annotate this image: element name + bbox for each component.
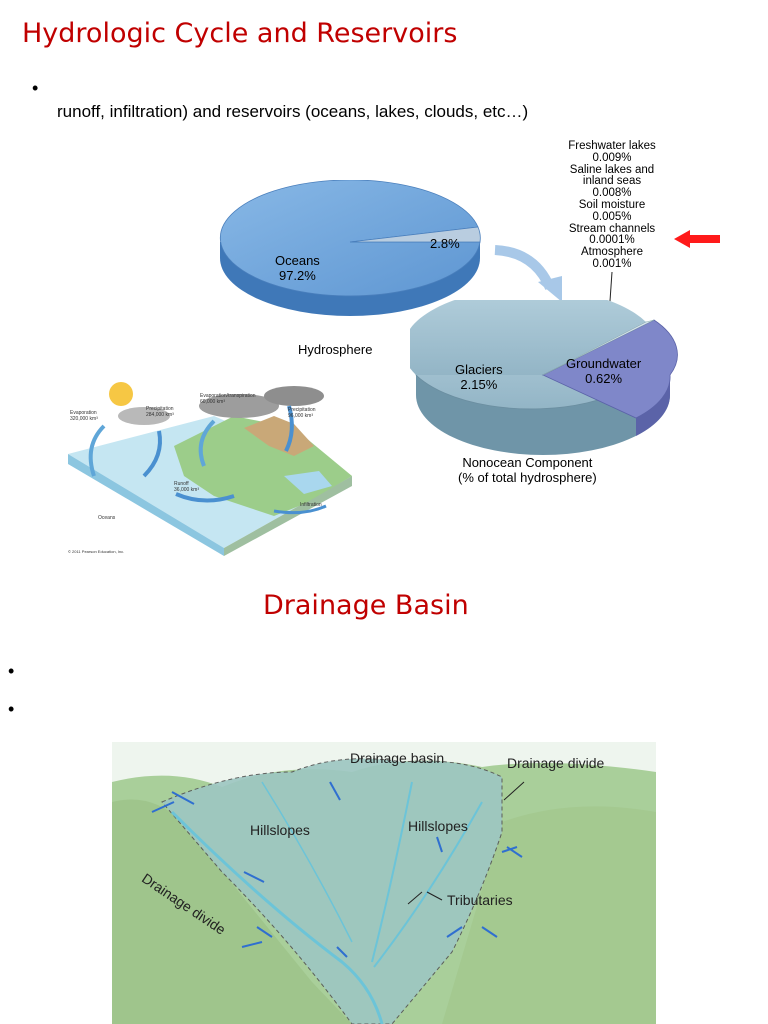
- sun-icon: [109, 382, 133, 406]
- drainage-divide-right-label: Drainage divide: [507, 755, 605, 771]
- main-stream: [170, 810, 384, 1024]
- reservoir-freshwater: Freshwater lakes: [568, 140, 656, 152]
- reservoir-saline-pct: 0.008%: [592, 187, 632, 200]
- runoff-value: 36,000 km³: [174, 487, 200, 493]
- oceans-label: Oceans 97.2%: [275, 253, 320, 283]
- nonocean-caption-2: (% of total hydrosphere): [458, 470, 597, 485]
- precipitation-text: Precipitation: [146, 406, 174, 412]
- reservoir-soil: Soil moisture: [578, 198, 646, 211]
- evaporation-text: Evaporation: [70, 410, 97, 416]
- reservoir-list: Freshwater lakes 0.009% Saline lakes and…: [552, 140, 672, 271]
- reservoir-stream: Stream channels: [568, 222, 656, 235]
- stream-branch: [371, 781, 413, 963]
- reservoir-saline-2: inland seas: [582, 175, 642, 188]
- oceans-cycle-label: Oceans: [98, 515, 116, 521]
- glaciers-name: Glaciers: [455, 362, 503, 377]
- reservoir-atmosphere-pct: 0.001%: [592, 257, 632, 270]
- right-ridge: [442, 806, 656, 1024]
- nonocean-pie: [410, 300, 678, 455]
- tributaries-label: Tributaries: [447, 892, 513, 908]
- groundwater-side: [636, 375, 671, 436]
- infiltration-arrow: [273, 504, 327, 515]
- evaporation-value: 320,000 km³: [70, 416, 98, 422]
- oceans-pct: 97.2%: [278, 268, 316, 283]
- runoff-label: Runoff 36,000 km³: [174, 481, 199, 493]
- reservoir-saline: Saline lakes and: [569, 163, 655, 176]
- runoff-arrow: [175, 492, 235, 503]
- reservoir-soil-pct: 0.005%: [592, 210, 632, 223]
- drainage-basin-label: Drainage basin: [350, 750, 445, 766]
- hydrosphere-pie: [219, 180, 481, 316]
- bullet: •: [8, 699, 15, 719]
- left-ridge: [112, 799, 352, 1024]
- hillslopes-right-label: Hillslopes: [408, 818, 468, 834]
- stream-branch: [261, 781, 353, 943]
- evapotranspiration-value: 60,000 km³: [200, 399, 226, 405]
- bullet: •: [32, 78, 39, 98]
- groundwater-pct: 0.62%: [585, 371, 623, 386]
- small-reservoirs-slice: [542, 319, 655, 376]
- groundwater-slice: [542, 319, 678, 419]
- groundwater-name: Groundwater: [566, 356, 642, 371]
- reservoir-stream-pct: 0.0001%: [589, 234, 635, 247]
- cloud-icon: [264, 386, 324, 406]
- tributaries-pointer: [426, 891, 443, 901]
- evaporation-arrow: [88, 424, 106, 477]
- divide-pointer: [503, 781, 525, 801]
- oceans-slice: [219, 180, 481, 297]
- precipitation-arrow-2: [284, 405, 294, 452]
- runoff-text: Runoff: [174, 481, 189, 487]
- precipitation-arrow: [142, 430, 162, 478]
- precipitation-value: 284,000 km³: [146, 412, 174, 418]
- evapotranspiration-label: Evaporation/transpiration 60,000 km³: [200, 393, 256, 405]
- section-title-hydrologic: Hydrologic Cycle and Reservoirs: [22, 18, 458, 49]
- expand-arrow: [494, 245, 562, 302]
- nonocean-caption-1: Nonocean Component: [462, 455, 593, 470]
- flow-arrows: [151, 781, 523, 958]
- mountains: [244, 416, 314, 456]
- infiltration-label: Infiltration: [300, 502, 322, 508]
- section-title-drainage: Drainage Basin: [263, 590, 469, 621]
- hydrosphere-caption: Hydrosphere: [298, 342, 373, 357]
- cloud-icon: [199, 394, 279, 418]
- hillslopes-left-label: Hillslopes: [250, 822, 310, 838]
- stream-branch: [373, 801, 483, 968]
- other-pct-label: 2.8%: [430, 236, 460, 251]
- red-arrow-icon: [674, 230, 720, 248]
- cloud-icon: [118, 407, 170, 425]
- nonocean-caption: Nonocean Component (% of total hydrosphe…: [458, 455, 597, 485]
- reservoir-freshwater-pct: 0.009%: [592, 151, 632, 164]
- evapotranspiration-arrow: [198, 419, 216, 467]
- drainage-basin-illustration: [112, 742, 656, 1024]
- glaciers-pct: 2.15%: [460, 377, 498, 392]
- glaciers-label: Glaciers 2.15%: [455, 362, 503, 392]
- copyright-text: © 2011 Pearson Education, Inc.: [68, 549, 125, 554]
- evaporation-label: Evaporation 320,000 km³: [70, 410, 98, 422]
- evapotranspiration-text: Evaporation/transpiration: [200, 393, 256, 399]
- lake: [284, 471, 332, 494]
- bullet: •: [8, 661, 15, 681]
- oceans-name: Oceans: [275, 253, 320, 268]
- precipitation-label: Precipitation 284,000 km³: [146, 406, 174, 418]
- precipitation-2-value: 96,000 km³: [288, 413, 314, 419]
- hydrologic-cycle-illustration: [68, 382, 352, 556]
- tributaries-pointer: [407, 891, 423, 905]
- nonocean-slice: [349, 226, 481, 243]
- precipitation-2-text: Precipitation: [288, 407, 316, 413]
- precipitation-label-2: Precipitation 96,000 km³: [288, 407, 316, 419]
- intro-text: runoff, infiltration) and reservoirs (oc…: [57, 102, 529, 121]
- drainage-basin-area: [161, 758, 503, 1024]
- reservoir-atmosphere: Atmosphere: [580, 246, 643, 259]
- groundwater-label: Groundwater 0.62%: [566, 356, 641, 386]
